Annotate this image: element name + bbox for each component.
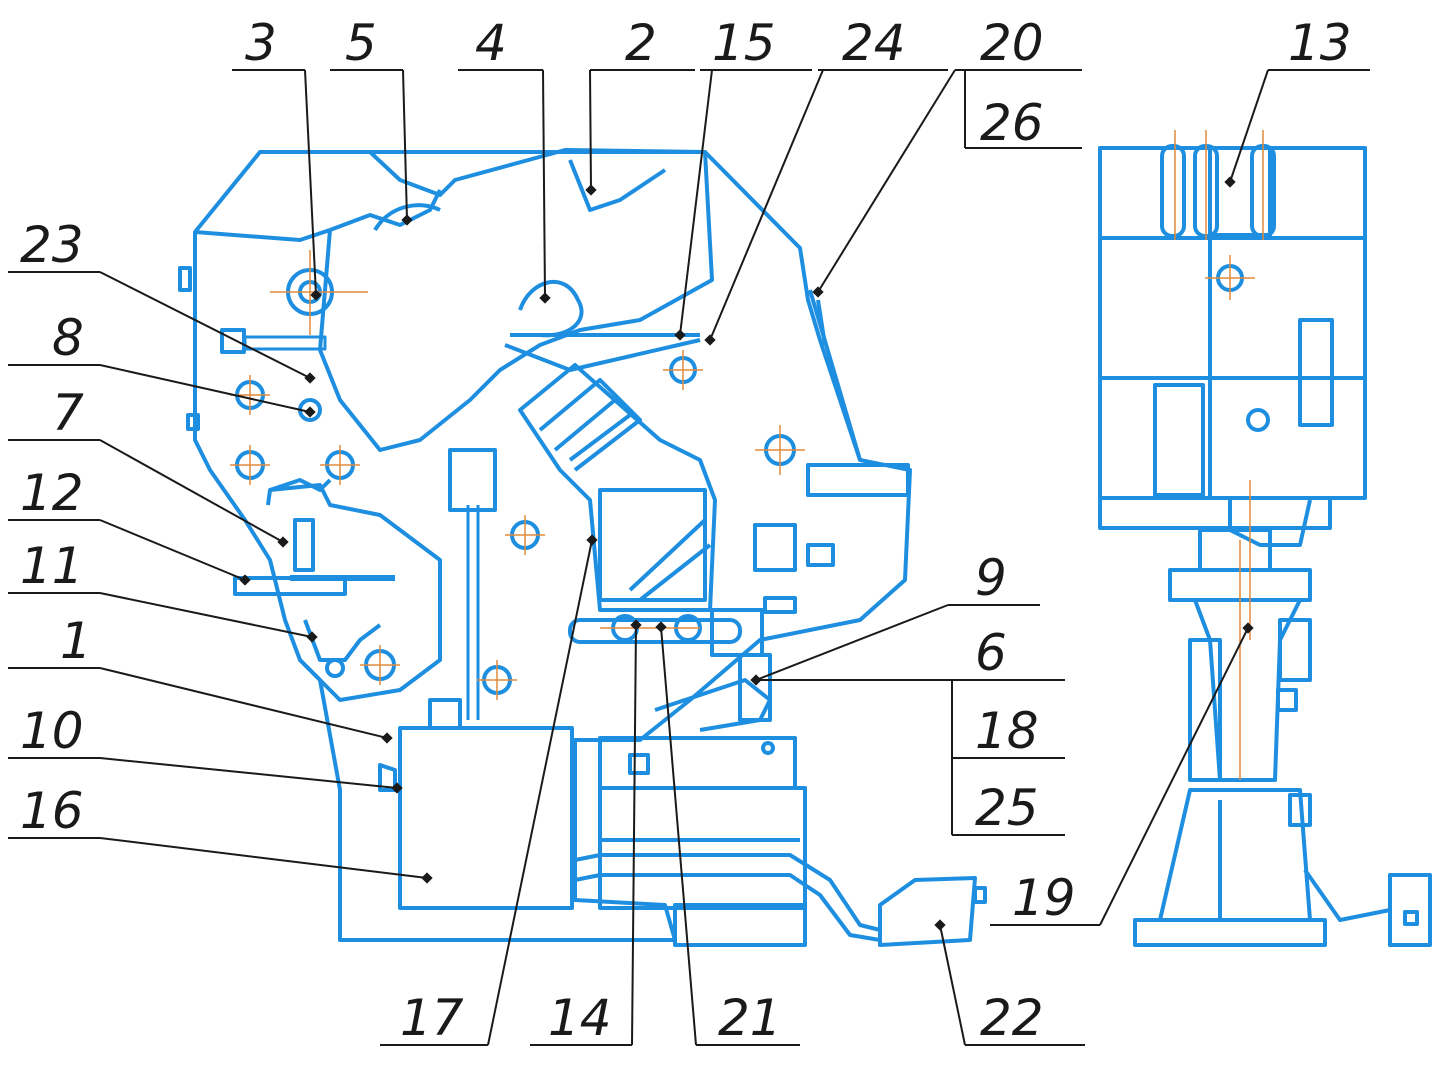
callout-6: 6 xyxy=(975,624,1007,682)
callout-17: 17 xyxy=(400,989,464,1047)
callout-18: 18 xyxy=(975,702,1039,760)
side-base xyxy=(1158,788,1312,921)
callout-8: 8 xyxy=(52,309,84,367)
combined-press-shears-front-view xyxy=(178,148,987,947)
side-view xyxy=(1098,144,1432,947)
upper-housing xyxy=(194,148,714,452)
callout-12: 12 xyxy=(20,464,84,522)
callout-7: 7 xyxy=(52,384,84,442)
side-housing xyxy=(1098,146,1367,500)
callout-20: 20 xyxy=(980,14,1044,72)
callout-11: 11 xyxy=(20,537,84,595)
callout-13: 13 xyxy=(1288,14,1352,72)
leader-dots xyxy=(239,176,1254,931)
callout-5: 5 xyxy=(345,14,377,72)
punch-unit xyxy=(518,363,717,612)
callout-1: 1 xyxy=(60,612,92,670)
callout-15: 15 xyxy=(712,14,776,72)
callout-24: 24 xyxy=(842,14,906,72)
hose xyxy=(574,853,881,932)
callout-22: 22 xyxy=(980,989,1044,1047)
callout-19: 19 xyxy=(1012,869,1076,927)
stop-arm xyxy=(808,289,862,461)
callout-2: 2 xyxy=(625,14,657,72)
callout-labels: 3 5 4 2 15 24 20 26 13 23 8 7 12 11 1 10… xyxy=(20,14,1352,1047)
callout-3: 3 xyxy=(245,14,277,72)
angle-shear xyxy=(654,678,772,732)
foot-pedal xyxy=(878,876,977,947)
callout-21: 21 xyxy=(718,989,782,1047)
leader-lines xyxy=(8,69,1370,1046)
axis-marks xyxy=(230,130,1264,780)
callout-9: 9 xyxy=(975,549,1007,607)
cover-cutout xyxy=(329,189,442,232)
shear-blade-section xyxy=(266,483,442,702)
callout-25: 25 xyxy=(975,779,1039,837)
callout-23: 23 xyxy=(20,216,84,274)
frame-outline xyxy=(193,150,912,942)
callout-10: 10 xyxy=(20,702,84,760)
callout-14: 14 xyxy=(548,989,612,1047)
callout-26: 26 xyxy=(980,94,1044,152)
electric-cabinet xyxy=(398,726,574,910)
callout-4: 4 xyxy=(475,14,507,72)
eccentric-cam xyxy=(518,280,584,338)
side-column xyxy=(1193,599,1302,782)
callout-16: 16 xyxy=(20,782,84,840)
